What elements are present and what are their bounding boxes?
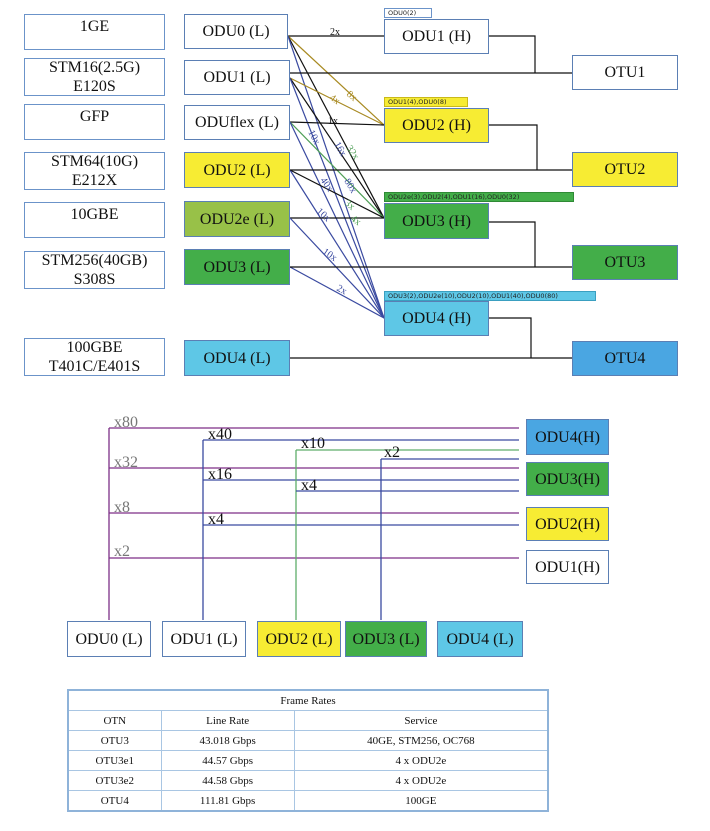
frame-rates-table: Frame Rates OTN Line Rate Service OTU3 4… (67, 689, 549, 812)
table-cell: 44.57 Gbps (160, 750, 295, 771)
service-gfp: GFP (24, 104, 165, 140)
odu2-low: ODU2 (L) (184, 152, 290, 188)
service-1ge: 1GE (24, 14, 165, 50)
service-stm64: STM64(10G) E212X (24, 152, 165, 190)
otu2-box: OTU2 (572, 152, 678, 187)
bottom-odu1-low: ODU1 (L) (162, 621, 246, 657)
column-header: Service (293, 710, 549, 731)
table-row: OTU3e1 44.57 Gbps 4 x ODU2e (67, 750, 549, 771)
mux-label: 2x (330, 27, 340, 38)
mux-label: x2 (384, 444, 400, 461)
service-label: STM16(2.5G) (48, 59, 141, 76)
odu4-low: ODU4 (L) (184, 340, 290, 376)
service-code: E212X (71, 172, 118, 189)
service-code: S308S (73, 271, 116, 288)
mux-label: x80 (114, 414, 138, 431)
mux-label: 10x (305, 128, 322, 146)
bottom-odu4-high: ODU4(H) (526, 419, 609, 455)
mux-label: x4 (208, 511, 224, 528)
table-cell: OTU3 (67, 730, 162, 751)
mux-label: x4 (301, 477, 317, 494)
mux-label: x40 (208, 426, 232, 443)
mux-label: 8x (344, 89, 359, 104)
table-cell: OTU3e1 (67, 750, 162, 771)
otu4-box: OTU4 (572, 341, 678, 376)
table-cell: 43.018 Gbps (160, 730, 295, 751)
mux-label: x10 (301, 435, 325, 452)
table-cell: 40GE, STM256, OC768 (293, 730, 549, 751)
table-cell: OTU3e2 (67, 770, 162, 791)
odu3-high-capacity-tag: ODU2e(3),ODU2(4),ODU1(16),ODU0(32) (384, 192, 574, 202)
table-row: OTU3 43.018 Gbps 40GE, STM256, OC768 (67, 730, 549, 751)
table-cell: 100GE (293, 790, 549, 812)
odu1-high-capacity-tag: ODU0(2) (384, 8, 432, 18)
odu4-high: ODU4 (H) (384, 301, 489, 336)
mux-label: x2 (114, 543, 130, 560)
service-label: STM64(10G) (50, 153, 139, 170)
odu2e-low: ODU2e (L) (184, 201, 290, 237)
bottom-odu3-high: ODU3(H) (526, 462, 609, 496)
otu3-box: OTU3 (572, 245, 678, 280)
oduflex-low: ODUflex (L) (184, 105, 290, 140)
bottom-odu1-high: ODU1(H) (526, 550, 609, 584)
service-label: STM256(40GB) (41, 252, 148, 269)
service-label: GFP (79, 108, 110, 125)
otu1-box: OTU1 (572, 55, 678, 90)
service-code: E120S (73, 78, 116, 95)
mux-label: 10x (314, 206, 333, 224)
table-cell: OTU4 (67, 790, 162, 812)
odu1-high: ODU1 (H) (384, 19, 489, 54)
mux-label: x8 (114, 499, 130, 516)
odu1-low: ODU1 (L) (184, 60, 290, 95)
mux-label: 10x (320, 246, 339, 264)
bottom-odu4-low: ODU4 (L) (437, 621, 523, 657)
table-row: OTU3e2 44.58 Gbps 4 x ODU2e (67, 770, 549, 791)
service-stm256: STM256(40GB) S308S (24, 251, 165, 289)
service-code: T401C/E401S (48, 358, 141, 375)
service-label: 10GBE (70, 206, 119, 223)
table-cell: 111.81 Gbps (160, 790, 295, 812)
service-100gbe: 100GBE T401C/E401S (24, 338, 165, 376)
table-row: OTU4 111.81 Gbps 100GE (67, 790, 549, 812)
bottom-odu0-low: ODU0 (L) (67, 621, 151, 657)
odu2-high: ODU2 (H) (384, 108, 489, 143)
mux-label: x32 (114, 454, 138, 471)
service-label: 100GBE (66, 339, 123, 356)
mux-label: x16 (208, 466, 232, 483)
odu3-low: ODU3 (L) (184, 249, 290, 285)
odu0-low: ODU0 (L) (184, 14, 288, 49)
column-header: Line Rate (160, 710, 295, 731)
bottom-odu2-high: ODU2(H) (526, 507, 609, 541)
mux-label: 1x (328, 116, 338, 127)
table-cell: 4 x ODU2e (293, 750, 549, 771)
service-label: 1GE (79, 18, 110, 35)
odu4-high-capacity-tag: ODU3(2),ODU2e(10),ODU2(10),ODU1(40),ODU0… (384, 291, 596, 301)
mux-label: 80x (341, 177, 358, 196)
table-cell: 44.58 Gbps (160, 770, 295, 791)
table-title: Frame Rates (67, 689, 549, 711)
bottom-odu3-low: ODU3 (L) (345, 621, 427, 657)
column-header: OTN (67, 710, 162, 731)
table-cell: 4 x ODU2e (293, 770, 549, 791)
mux-label: 4x (348, 213, 363, 228)
odu2-high-capacity-tag: ODU1(4),ODU0(8) (384, 97, 468, 107)
service-stm16: STM16(2.5G) E120S (24, 58, 165, 96)
bottom-odu2-low: ODU2 (L) (257, 621, 341, 657)
mux-label: 2x (335, 283, 349, 297)
mux-label: 4x (327, 92, 342, 107)
odu3-high: ODU3 (H) (384, 203, 489, 239)
service-10gbe: 10GBE (24, 202, 165, 238)
